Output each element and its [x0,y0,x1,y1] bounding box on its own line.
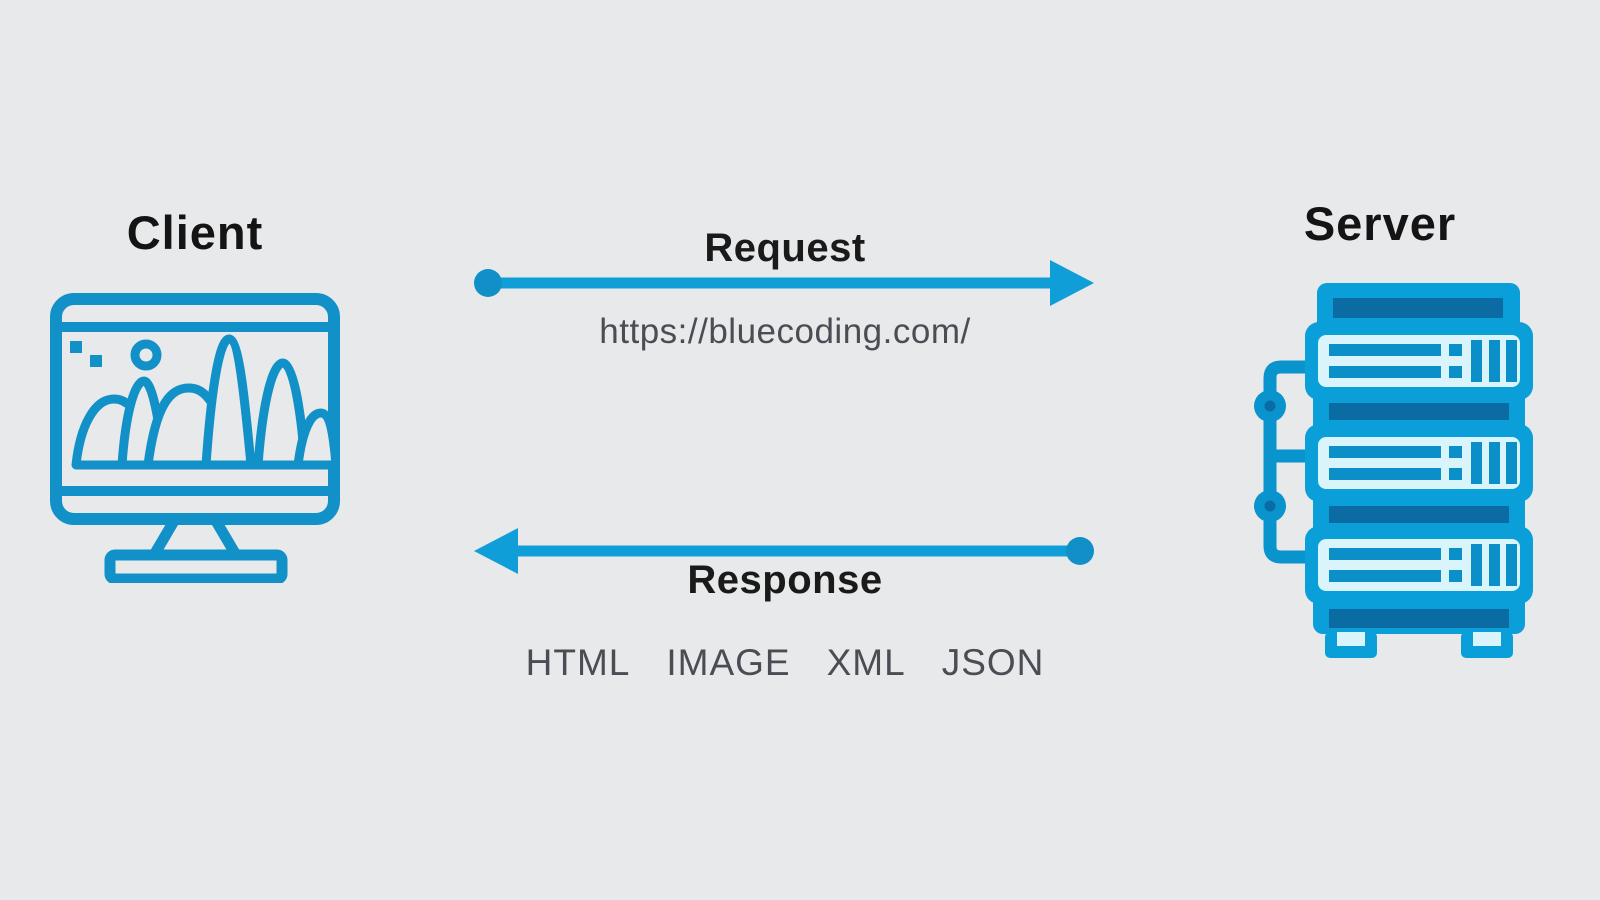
request-url: https://bluecoding.com/ [599,312,971,351]
format-json: JSON [941,642,1045,683]
server-title: Server [1303,197,1457,250]
response-label: Response [687,558,883,602]
response-formats: HTML IMAGE XML JSON [400,642,1170,684]
client-monitor-icon [50,293,340,583]
request-label: Request [704,226,866,270]
format-image: IMAGE [666,642,791,683]
response-arrow-icon [472,524,1096,578]
client-title: Client [126,206,264,259]
request-arrow-icon [472,256,1096,310]
format-html: HTML [525,642,631,683]
server-rack-icon [1225,278,1535,658]
format-xml: XML [826,642,906,683]
